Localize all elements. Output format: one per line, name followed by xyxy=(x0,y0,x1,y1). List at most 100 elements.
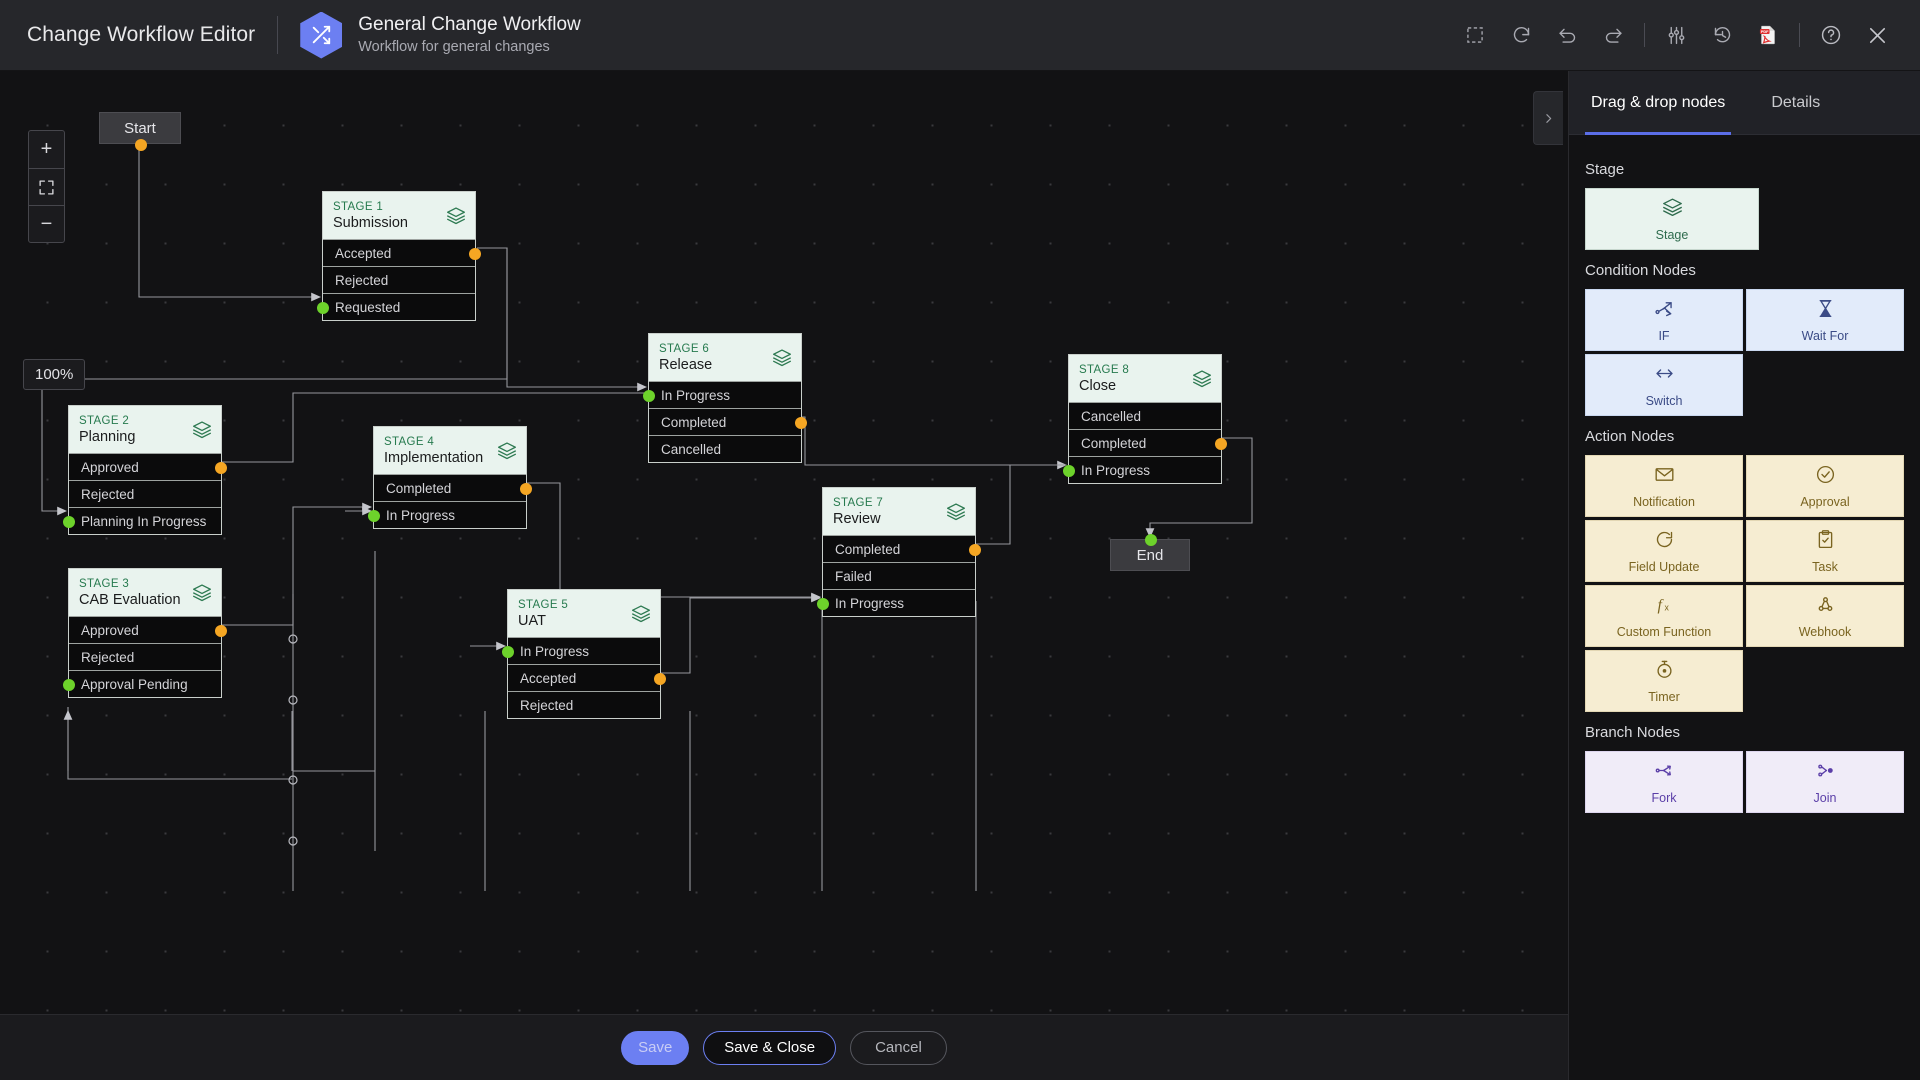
stage-row[interactable]: In Progress xyxy=(502,637,660,664)
save-and-close-button[interactable]: Save & Close xyxy=(703,1030,837,1065)
refresh-icon[interactable] xyxy=(1498,12,1544,58)
layers-icon xyxy=(1662,197,1683,223)
input-port[interactable] xyxy=(63,679,75,691)
stage-row[interactable]: Approval Pending xyxy=(63,670,221,697)
zoom-out-button[interactable]: − xyxy=(29,205,64,242)
palette-card-stage[interactable]: Stage xyxy=(1585,188,1759,250)
output-port[interactable] xyxy=(135,139,147,151)
output-port[interactable] xyxy=(795,417,807,429)
history-icon[interactable] xyxy=(1699,12,1745,58)
terminal-node-label: Start xyxy=(124,119,156,137)
cancel-button[interactable]: Cancel xyxy=(850,1030,947,1065)
stage-title: Planning xyxy=(79,429,136,445)
pdf-export-icon[interactable]: PDF xyxy=(1745,12,1791,58)
redo-icon[interactable] xyxy=(1590,12,1636,58)
input-port[interactable] xyxy=(317,302,329,314)
layers-icon xyxy=(192,420,212,445)
stage-row[interactable]: Cancelled xyxy=(1069,402,1221,429)
palette-card-label: Stage xyxy=(1655,227,1689,242)
output-port[interactable] xyxy=(654,673,666,685)
output-port[interactable] xyxy=(969,544,981,556)
output-port[interactable] xyxy=(469,248,481,260)
palette-card-switch[interactable]: Switch xyxy=(1585,354,1743,416)
palette-card-approval[interactable]: Approval xyxy=(1746,455,1904,517)
output-port[interactable] xyxy=(520,483,532,495)
output-port[interactable] xyxy=(215,625,227,637)
stage-row[interactable]: Approved xyxy=(69,616,227,643)
palette-card-if[interactable]: IF xyxy=(1585,289,1743,351)
stage-row[interactable]: Approved xyxy=(69,453,227,480)
tab-details[interactable]: Details xyxy=(1771,93,1821,111)
save-button[interactable]: Save xyxy=(621,1030,690,1065)
palette-card-webhook[interactable]: Webhook xyxy=(1746,585,1904,647)
terminal-node-end[interactable]: End xyxy=(1110,534,1190,571)
stage-row[interactable]: Accepted xyxy=(323,239,481,266)
input-port[interactable] xyxy=(817,598,829,610)
palette-card-label: Wait For xyxy=(1801,328,1849,343)
input-port[interactable] xyxy=(643,390,655,402)
palette-card-fork[interactable]: Fork xyxy=(1585,751,1743,813)
stage-row-label: In Progress xyxy=(835,595,905,611)
fit-screen-icon[interactable] xyxy=(29,168,64,205)
stage-row[interactable]: Planning In Progress xyxy=(63,507,221,534)
close-icon[interactable] xyxy=(1854,12,1900,58)
card-grid-stage: Stage xyxy=(1585,188,1759,250)
input-port[interactable] xyxy=(63,516,75,528)
chevron-right-icon[interactable] xyxy=(1533,91,1563,145)
stage-row[interactable]: Rejected xyxy=(323,266,475,293)
stage-row[interactable]: Requested xyxy=(317,293,475,320)
stage-row[interactable]: Rejected xyxy=(69,480,221,507)
input-port[interactable] xyxy=(368,510,380,522)
settings-sliders-icon[interactable] xyxy=(1653,12,1699,58)
undo-icon[interactable] xyxy=(1544,12,1590,58)
workflow-logo xyxy=(300,11,343,59)
stage-row[interactable]: In Progress xyxy=(1063,456,1221,483)
zoom-in-button[interactable]: + xyxy=(40,138,53,160)
help-icon[interactable] xyxy=(1808,12,1854,58)
stage-row[interactable]: Failed xyxy=(823,562,975,589)
terminal-node-start[interactable]: Start xyxy=(99,112,181,151)
join-icon xyxy=(1815,760,1836,786)
stage-row[interactable]: In Progress xyxy=(817,589,975,616)
input-port[interactable] xyxy=(502,646,514,658)
input-port[interactable] xyxy=(1063,465,1075,477)
stage-row[interactable]: In Progress xyxy=(643,381,801,408)
palette-card-field-update[interactable]: Field Update xyxy=(1585,520,1743,582)
marquee-select-icon[interactable] xyxy=(1452,12,1498,58)
stage-row[interactable]: Completed xyxy=(1069,429,1227,456)
output-port[interactable] xyxy=(1215,438,1227,450)
stage-row[interactable]: Accepted xyxy=(508,664,666,691)
layers-icon xyxy=(631,604,651,629)
stage-row[interactable]: Completed xyxy=(823,535,981,562)
palette-card-timer[interactable]: Timer xyxy=(1585,650,1743,712)
stage-row-label: Rejected xyxy=(520,697,574,713)
stage-row[interactable]: Cancelled xyxy=(649,435,801,462)
stage-row[interactable]: Completed xyxy=(649,408,807,435)
palette-card-join[interactable]: Join xyxy=(1746,751,1904,813)
stage-row[interactable]: Rejected xyxy=(508,691,660,718)
output-port[interactable] xyxy=(215,462,227,474)
palette-card-wait-for[interactable]: Wait For xyxy=(1746,289,1904,351)
stage-row[interactable]: In Progress xyxy=(368,501,526,528)
stage-row[interactable]: Rejected xyxy=(69,643,221,670)
stage-number: STAGE 6 xyxy=(659,343,710,355)
input-port[interactable] xyxy=(1145,534,1157,546)
zoom-controls[interactable]: + − xyxy=(28,130,65,243)
palette-card-task[interactable]: Task xyxy=(1746,520,1904,582)
stage-row[interactable]: Completed xyxy=(374,474,532,501)
tab-drag-drop-nodes[interactable]: Drag & drop nodes xyxy=(1585,71,1731,135)
palette-card-notification[interactable]: Notification xyxy=(1585,455,1743,517)
